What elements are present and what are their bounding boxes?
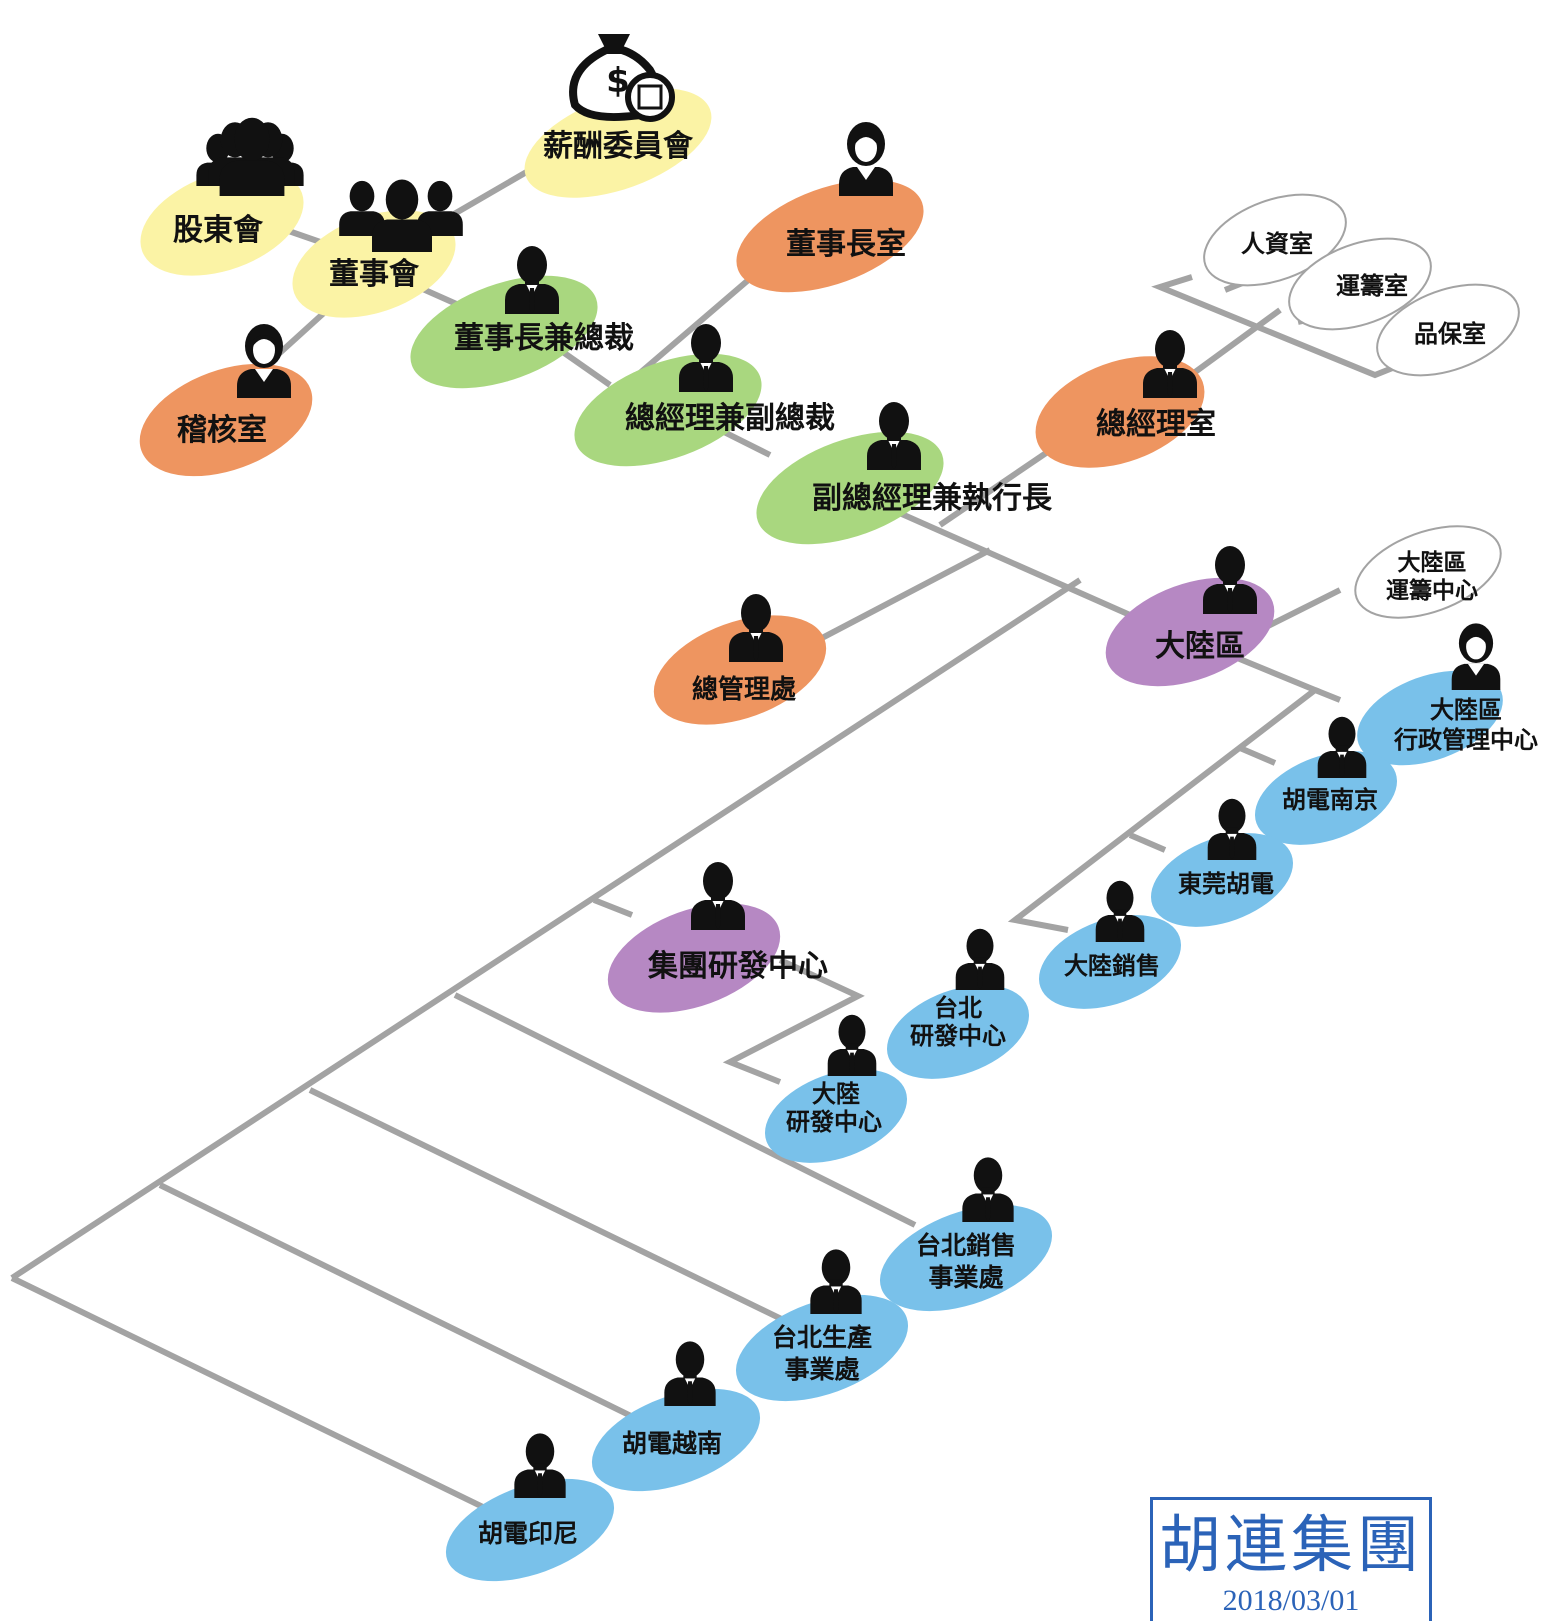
node-qa-office[interactable]: 品保室: [1365, 267, 1531, 393]
node-mainland-region[interactable]: 大陸區: [1091, 546, 1289, 707]
man-icon: [514, 1433, 566, 1498]
node-label-line1: 台北銷售: [916, 1231, 1016, 1260]
connector-line: [722, 957, 865, 1085]
node-taipei-sales-division[interactable]: 台北銷售 事業處: [866, 1157, 1067, 1332]
node-label: 薪酬委員會: [543, 129, 694, 164]
node-label-line1: 台北: [934, 994, 982, 1022]
node-indonesia[interactable]: 胡電印尼: [432, 1433, 627, 1601]
node-chairman-ceo[interactable]: 董事長兼總裁: [395, 246, 634, 411]
company-stamp: 胡連集團 2018/03/01: [1150, 1497, 1432, 1621]
woman-icon: [237, 324, 291, 398]
connector-line: [1128, 832, 1167, 853]
connector-line: [1313, 687, 1342, 703]
node-dongguan[interactable]: 東莞胡電: [1138, 798, 1306, 945]
node-nanjing[interactable]: 胡電南京: [1242, 716, 1410, 863]
connector-line: [592, 897, 634, 918]
connector-line: [558, 347, 612, 388]
node-label: 大陸銷售: [1064, 952, 1160, 980]
node-label: 集團研發中心: [647, 949, 828, 984]
node-label: 股東會: [173, 213, 264, 248]
man-icon: [955, 928, 1005, 990]
man-icon: [1207, 798, 1257, 860]
node-label-line1: 台北生產: [772, 1323, 872, 1352]
node-label: 胡電印尼: [478, 1519, 578, 1548]
node-label-line1: 大陸區: [1398, 550, 1467, 576]
node-label-line2: 事業處: [928, 1263, 1003, 1292]
man-icon: [827, 1014, 877, 1076]
node-label: 董事長室: [786, 227, 906, 262]
node-gm-office[interactable]: 總經理室: [1020, 330, 1220, 489]
node-deputy-gm-ceo[interactable]: 副總經理兼執行長: [741, 402, 1053, 567]
node-label: 董事會: [329, 257, 420, 292]
connector-line: [1007, 652, 1321, 933]
node-label: 總經理兼副總裁: [625, 401, 835, 436]
node-mainland-admin-center[interactable]: 大陸區 行政管理中心: [1344, 623, 1538, 783]
connector-line: [308, 1087, 837, 1348]
node-label: 總管理處: [692, 674, 796, 705]
node-hr-office[interactable]: 人資室: [1192, 177, 1358, 303]
node-mainland-logistics[interactable]: 大陸區 運籌中心: [1343, 508, 1513, 635]
node-chairman-office[interactable]: 董事長室: [721, 122, 938, 315]
node-label-line2: 運籌中心: [1386, 577, 1478, 604]
node-label: 總經理室: [1096, 407, 1216, 442]
connector-line: [10, 1275, 522, 1528]
node-shareholders-meeting[interactable]: 股東會: [126, 117, 319, 296]
node-audit-office[interactable]: 稽核室: [124, 324, 327, 498]
man-icon: [962, 1157, 1014, 1222]
woman-icon: [1451, 623, 1501, 690]
node-label-line1: 大陸區: [1430, 696, 1502, 724]
node-label: 大陸區: [1155, 629, 1245, 664]
node-label-line2: 事業處: [784, 1355, 859, 1384]
node-gm-vp[interactable]: 總經理兼副總裁: [559, 324, 835, 489]
connector-line: [868, 497, 1132, 618]
node-label-line2: 研發中心: [910, 1022, 1006, 1050]
woman-icon: [839, 122, 893, 196]
man-icon: [664, 1341, 716, 1406]
node-label: 胡電越南: [622, 1429, 722, 1458]
node-label-line2: 行政管理中心: [1393, 726, 1538, 754]
node-mainland-sales[interactable]: 大陸銷售: [1026, 880, 1194, 1027]
node-general-admin[interactable]: 總管理處: [639, 594, 841, 746]
company-name: 胡連集團: [1158, 1508, 1423, 1581]
connector-line: [1151, 274, 1402, 379]
connector-line: [158, 1182, 682, 1443]
node-label: 副總經理兼執行長: [812, 481, 1053, 516]
node-group-rd-center[interactable]: 集團研發中心: [593, 862, 828, 1034]
group-icon: [196, 117, 304, 196]
connector-line: [1238, 745, 1277, 766]
svg-text:$: $: [606, 61, 630, 101]
man-icon: [691, 862, 745, 930]
node-label: 胡電南京: [1282, 786, 1378, 814]
node-logistics-office[interactable]: 運籌室: [1277, 221, 1443, 347]
man-icon: [1095, 880, 1145, 942]
node-label: 品保室: [1414, 320, 1486, 348]
node-board-of-directors[interactable]: 董事會: [278, 179, 471, 339]
node-taipei-rd-center[interactable]: 台北 研發中心: [874, 928, 1042, 1097]
node-label-line2: 研發中心: [786, 1108, 882, 1136]
node-taipei-production-division[interactable]: 台北生產 事業處: [722, 1249, 923, 1422]
node-label: 東莞胡電: [1178, 870, 1274, 898]
man-icon: [810, 1249, 862, 1314]
node-mainland-rd-center[interactable]: 大陸 研發中心: [752, 1014, 920, 1181]
node-compensation-committee[interactable]: $ 薪酬委員會: [510, 34, 726, 220]
connector-line: [453, 992, 917, 1228]
money-bag-icon: $: [569, 34, 675, 122]
node-label: 人資室: [1241, 230, 1313, 258]
node-label: 運籌室: [1336, 272, 1408, 300]
chart-date: 2018/03/01: [1222, 1584, 1360, 1617]
node-label: 董事長兼總裁: [454, 321, 634, 356]
node-vietnam[interactable]: 胡電越南: [578, 1341, 773, 1511]
node-label-line1: 大陸: [812, 1080, 860, 1108]
node-label: 稽核室: [177, 413, 267, 448]
connector-line: [10, 577, 1082, 1281]
